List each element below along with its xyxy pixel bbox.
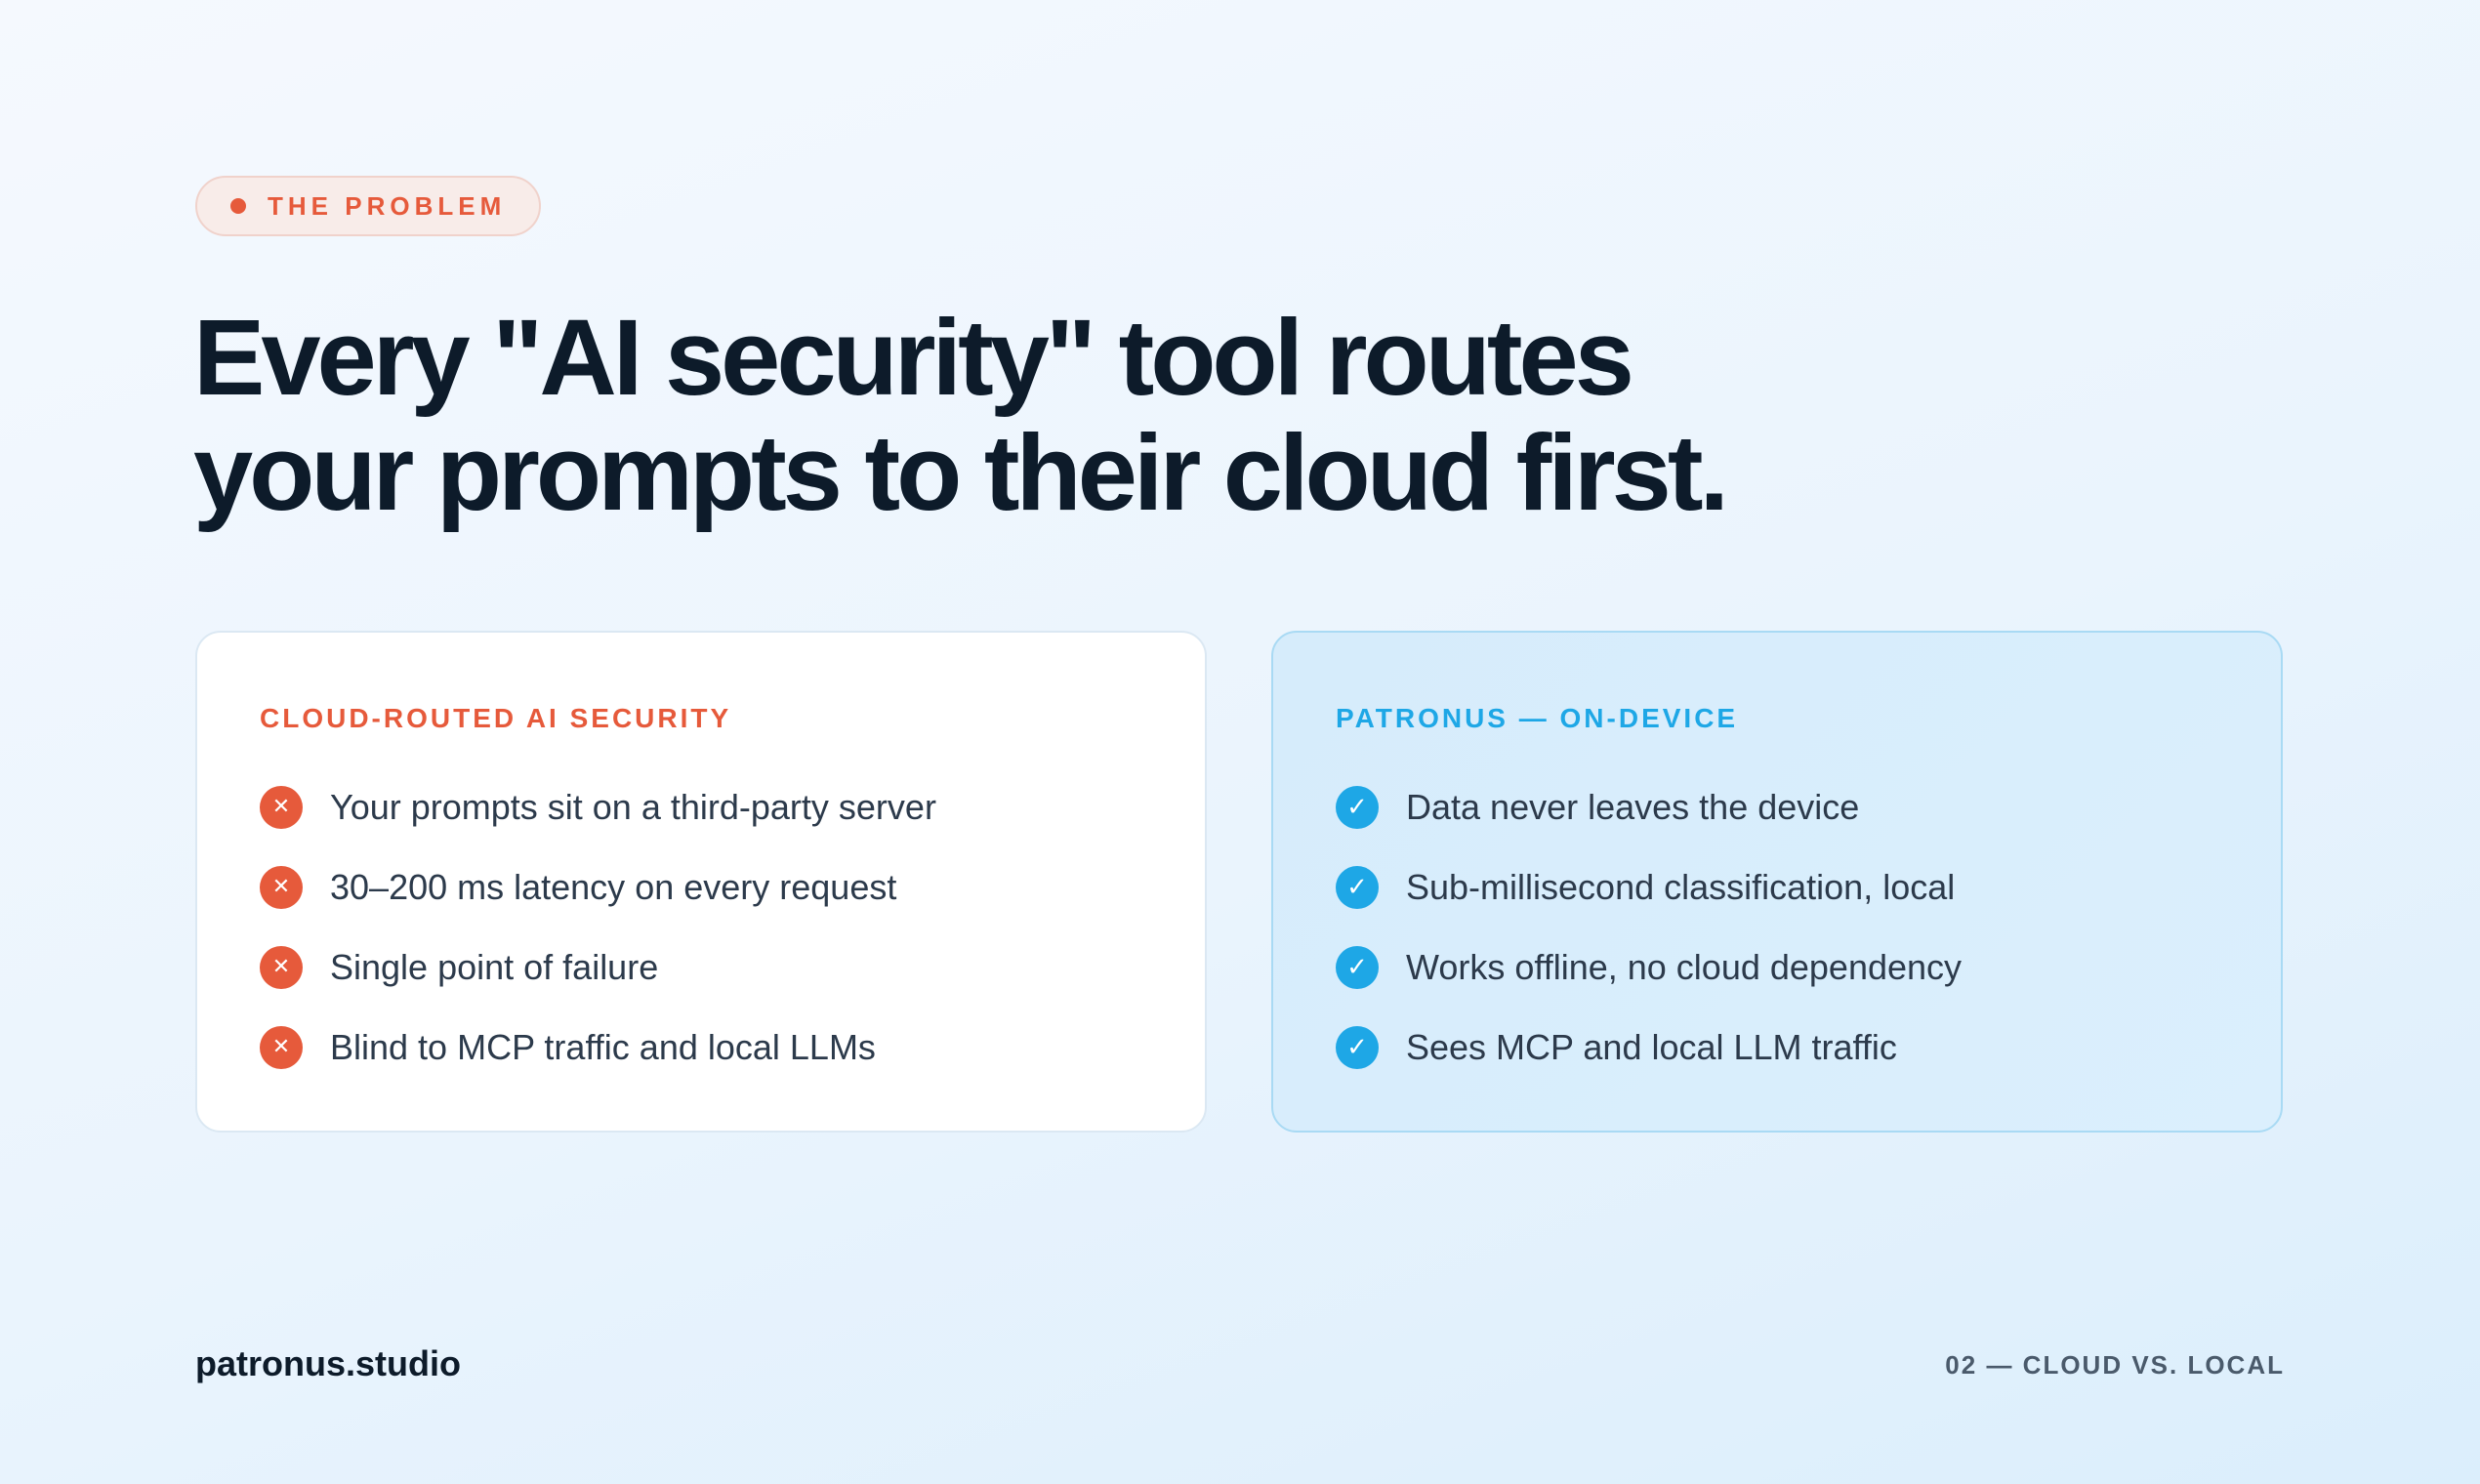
x-icon: ✕	[260, 866, 303, 909]
cloud-routed-card: CLOUD-ROUTED AI SECURITY ✕ Your prompts …	[195, 631, 1207, 1133]
footer-brand: patronus.studio	[195, 1343, 461, 1383]
list-item-text: Works offline, no cloud dependency	[1406, 947, 1963, 987]
x-icon: ✕	[260, 946, 303, 989]
list-item: ✕ Blind to MCP traffic and local LLMs	[260, 1008, 1142, 1088]
section-badge: THE PROBLEM	[195, 176, 542, 236]
list-item: ✓ Sees MCP and local LLM traffic	[1336, 1008, 2218, 1088]
list-item: ✕ Single point of failure	[260, 928, 1142, 1008]
list-item: ✕ Your prompts sit on a third-party serv…	[260, 767, 1142, 847]
check-icon: ✓	[1336, 866, 1379, 909]
list-item-text: Your prompts sit on a third-party server	[330, 787, 936, 827]
card-title-cloud: CLOUD-ROUTED AI SECURITY	[260, 703, 732, 733]
list-item: ✓ Works offline, no cloud dependency	[1336, 928, 2218, 1008]
page-title: Every "AI security" tool routes your pro…	[193, 301, 2048, 531]
list-item: ✕ 30–200 ms latency on every request	[260, 847, 1142, 928]
on-device-item-list: ✓ Data never leaves the device ✓ Sub-mil…	[1336, 767, 2218, 1088]
on-device-card: PATRONUS — ON-DEVICE ✓ Data never leaves…	[1271, 631, 2283, 1133]
check-icon: ✓	[1336, 1026, 1379, 1069]
cloud-item-list: ✕ Your prompts sit on a third-party serv…	[260, 767, 1142, 1088]
list-item-text: 30–200 ms latency on every request	[330, 867, 897, 907]
list-item-text: Single point of failure	[330, 947, 659, 987]
list-item-text: Data never leaves the device	[1406, 787, 1860, 827]
x-icon: ✕	[260, 1026, 303, 1069]
title-line-2: your prompts to their cloud first.	[193, 413, 1729, 533]
check-icon: ✓	[1336, 946, 1379, 989]
list-item-text: Blind to MCP traffic and local LLMs	[330, 1027, 876, 1067]
x-icon: ✕	[260, 786, 303, 829]
badge-dot-icon	[230, 198, 246, 214]
check-icon: ✓	[1336, 786, 1379, 829]
list-item-text: Sub-millisecond classification, local	[1406, 867, 1956, 907]
footer-page-label: 02 — CLOUD VS. LOCAL	[1945, 1350, 2285, 1380]
list-item: ✓ Data never leaves the device	[1336, 767, 2218, 847]
list-item-text: Sees MCP and local LLM traffic	[1406, 1027, 1897, 1067]
card-title-on-device: PATRONUS — ON-DEVICE	[1336, 703, 1739, 733]
list-item: ✓ Sub-millisecond classification, local	[1336, 847, 2218, 928]
title-line-1: Every "AI security" tool routes	[193, 298, 1634, 418]
badge-label: THE PROBLEM	[268, 190, 507, 221]
